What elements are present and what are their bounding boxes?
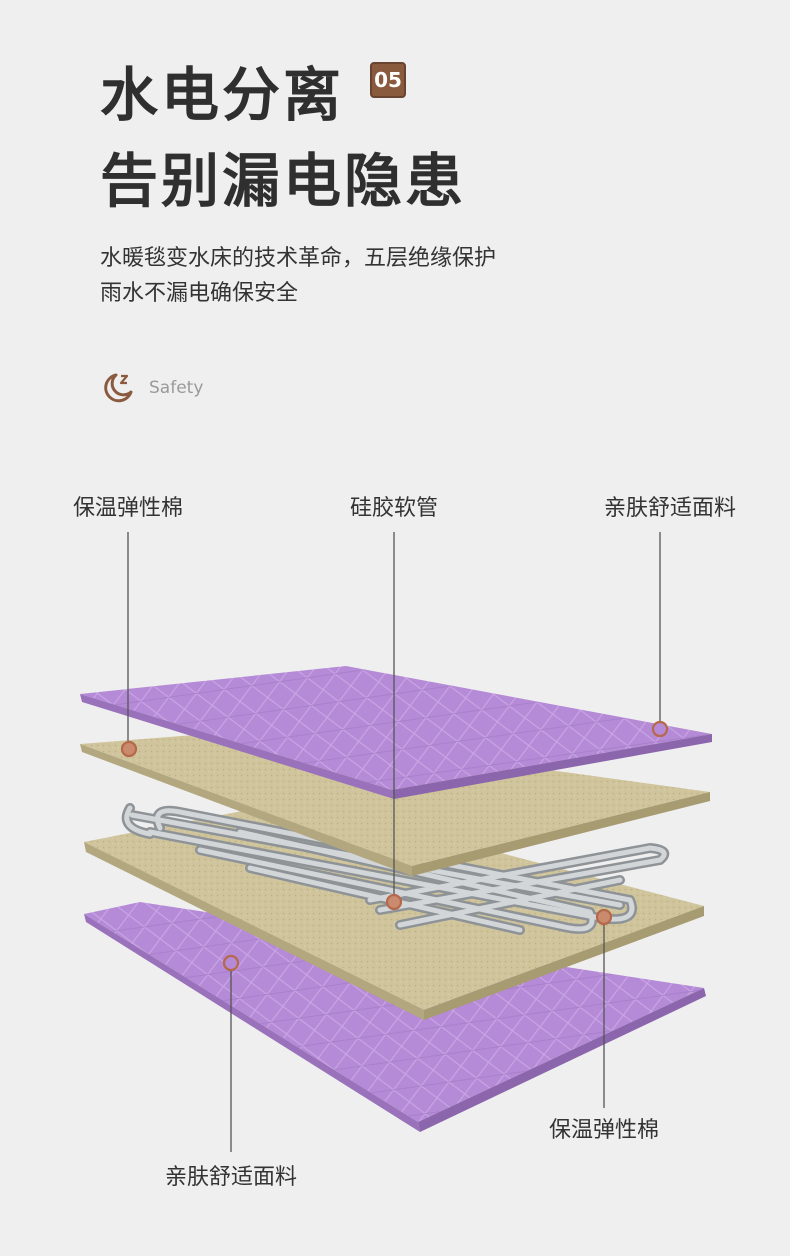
- label-silicone-tube: 硅胶软管: [349, 496, 439, 521]
- leader-lines: [127, 532, 661, 1152]
- marker-tube: [385, 893, 403, 911]
- marker-top-left: [120, 740, 138, 758]
- label-skin-fabric-top: 亲肤舒适面料: [603, 496, 737, 521]
- top-fabric-layer: [80, 666, 712, 799]
- label-insulation-cotton-bottom: 保温弹性棉: [548, 1118, 660, 1143]
- description-line-1: 水暖毯变水床的技术革命，五层绝缘保护: [100, 246, 497, 271]
- label-skin-fabric-bottom: 亲肤舒适面料: [164, 1165, 298, 1190]
- marker-bottom-left: [222, 954, 240, 972]
- label-insulation-cotton-top: 保温弹性棉: [72, 496, 184, 521]
- bottom-fabric-layer: [84, 902, 706, 1132]
- section-number-badge: 05: [370, 62, 406, 98]
- headline-line-1: 水电分离: [100, 61, 345, 129]
- marker-top-right: [651, 720, 669, 738]
- moon-sleep-icon: [104, 373, 133, 403]
- headline-line-2: 告别漏电隐患: [100, 147, 467, 215]
- marker-bottom-right: [595, 908, 613, 926]
- description-line-2: 雨水不漏电确保安全: [100, 281, 299, 306]
- safety-label: Safety: [149, 378, 204, 398]
